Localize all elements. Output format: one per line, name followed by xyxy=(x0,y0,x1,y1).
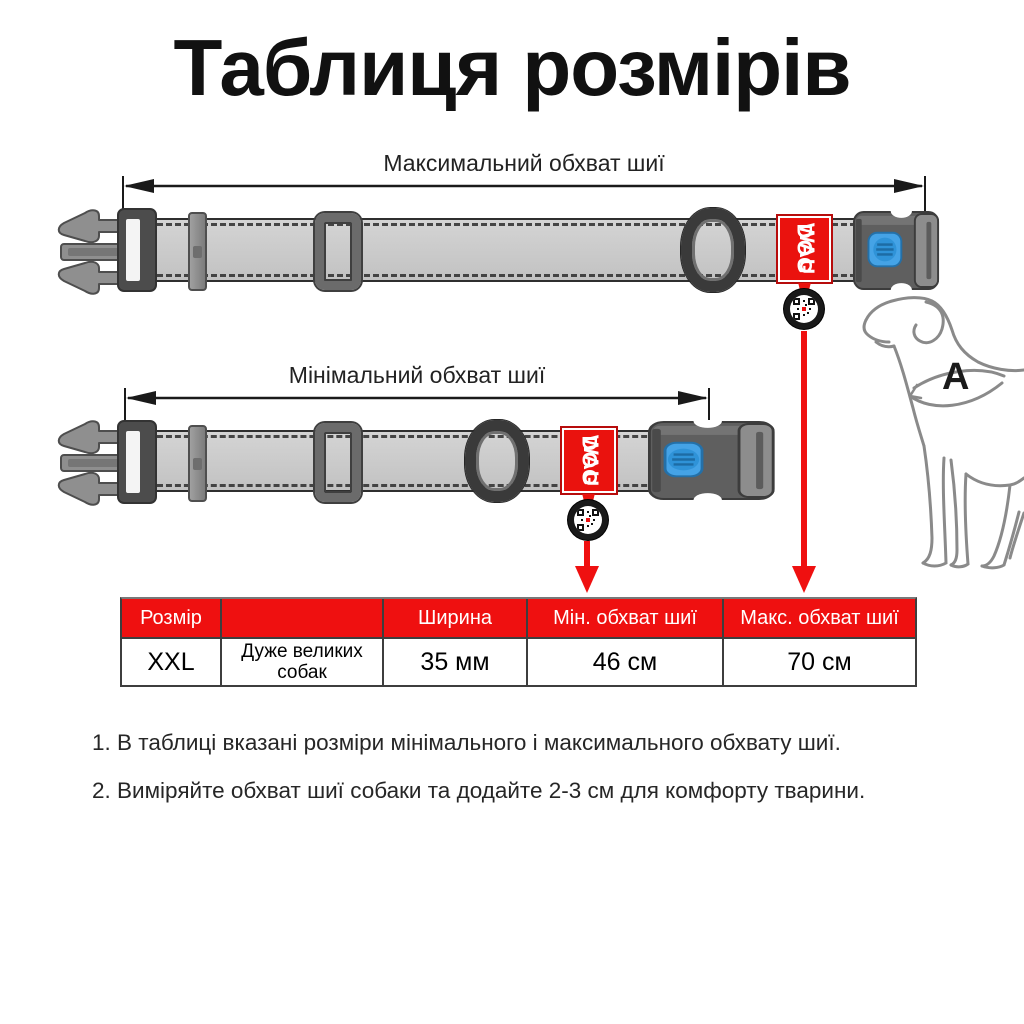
release-button xyxy=(663,441,704,478)
buckle-prongs-icon xyxy=(57,209,136,295)
waudog-label: WAU DOG xyxy=(560,426,618,495)
qr-pet-tag xyxy=(568,500,608,540)
d-ring xyxy=(465,420,529,502)
keeper-loop xyxy=(188,212,207,291)
release-button xyxy=(867,231,903,268)
cell-max-girth: 70 см xyxy=(724,639,915,685)
max-girth-dimension: Максимальний обхват шиї xyxy=(118,150,930,216)
waudog-label: WAU DOG xyxy=(776,214,833,284)
strap-slot xyxy=(126,431,140,493)
table-header-row: Розмір Ширина Мін. обхват шиї Макс. обхв… xyxy=(122,599,915,639)
pointer-line-max xyxy=(801,331,807,567)
max-girth-label: Максимальний обхват шиї xyxy=(383,150,665,176)
header-max-girth: Макс. обхват шиї xyxy=(724,599,915,639)
cell-size: XXL xyxy=(122,639,222,685)
buckle-female xyxy=(853,210,940,291)
neck-measure-label: A xyxy=(942,356,970,398)
max-girth-arrow xyxy=(122,176,926,216)
keeper-emblem xyxy=(192,457,202,470)
stitching xyxy=(157,223,883,226)
size-table: Розмір Ширина Мін. обхват шиї Макс. обхв… xyxy=(120,597,917,687)
min-girth-label: Мінімальний обхват шиї xyxy=(288,362,546,388)
note-2: 2. Виміряйте обхват шиї собаки та додайт… xyxy=(92,778,866,803)
stitching xyxy=(157,274,883,277)
keeper-emblem xyxy=(192,245,202,258)
cell-width: 35 мм xyxy=(384,639,528,685)
qr-tag-face xyxy=(790,295,818,323)
header-min-girth: Мін. обхват шиї xyxy=(528,599,724,639)
page-title: Таблиця розмірів xyxy=(173,23,851,112)
brand-text: DOG xyxy=(792,223,816,275)
collar-illustration-min: WAU DOG xyxy=(55,415,780,545)
strap-slot xyxy=(126,219,140,281)
cell-breed: Дуже великих собак xyxy=(222,639,384,685)
pointer-arrowhead-min xyxy=(575,566,599,593)
qr-pet-tag xyxy=(784,289,824,329)
strap xyxy=(150,218,890,282)
table-row: XXL Дуже великих собак 35 мм 46 см 70 см xyxy=(122,639,915,685)
header-breed xyxy=(222,599,384,639)
pointer-arrowhead-max xyxy=(792,566,816,593)
stitching xyxy=(157,435,683,438)
buckle-prongs-icon xyxy=(57,420,136,506)
d-ring xyxy=(681,208,745,292)
buckle-frame xyxy=(117,208,157,292)
qr-tag-face xyxy=(574,506,602,534)
qr-code-icon xyxy=(577,509,599,531)
dog-illustration xyxy=(862,296,1024,570)
header-size: Розмір xyxy=(122,599,222,639)
qr-code-icon xyxy=(793,298,815,320)
note-1: 1. В таблиці вказані розміри мінімальног… xyxy=(92,730,841,755)
buckle-frame xyxy=(117,420,157,504)
keeper-loop xyxy=(188,425,207,502)
brand-text: DOG xyxy=(577,435,601,486)
stitching xyxy=(157,484,683,487)
cell-min-girth: 46 см xyxy=(528,639,724,685)
pointer-line-min xyxy=(584,541,590,567)
collar-illustration-max: WAU DOG xyxy=(55,205,945,335)
header-width: Ширина xyxy=(384,599,528,639)
adjuster-slider xyxy=(315,213,361,290)
buckle-female xyxy=(648,420,775,501)
adjuster-slider xyxy=(315,423,361,502)
min-girth-dimension: Мінімальний обхват шиї xyxy=(120,362,714,428)
